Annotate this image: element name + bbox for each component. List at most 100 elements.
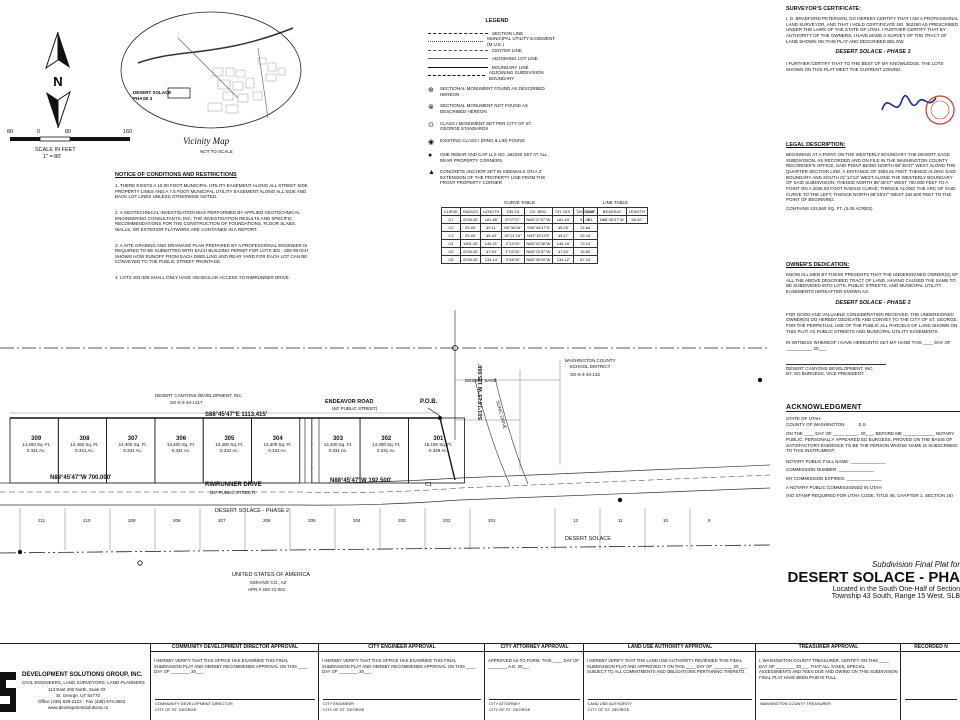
recorded-block: RECORDED N (900, 643, 960, 720)
company-web: www.developmentsolutions.co (48, 705, 109, 710)
lot-number: 307 (127, 436, 138, 442)
line_table-cell: L1 (583, 214, 598, 224)
lot-area: 15,190 Sq. Ft. (424, 442, 453, 447)
scale-ratio: 1" = 80' (43, 154, 62, 160)
vicinity-map: DESERT SOLACE PHASE 3 Vicinity Map NOT T… (118, 8, 304, 158)
phase-2-label: DESERT SOLACE - PHASE 2 (215, 508, 290, 514)
north-arrow: N (45, 31, 71, 129)
legend-line-item: ADJOINING SUBDIVISION BOUNDARY (428, 70, 566, 81)
curve_table-cell: 2036.00' (459, 246, 482, 256)
legend-symbol-list: ⊕SECTIONAL MONUMENT FOUND AS DESCRIBED H… (428, 86, 566, 186)
curve_table-cell: 25.16' (573, 230, 598, 240)
legend-line-item: MUNICIPAL UTILITY EASEMENT (M.U.E.) (428, 36, 566, 47)
legend-symbol-item: ●ONE REBAR AND CAP LLS NO. 362250 SET AT… (428, 151, 548, 163)
approval-org: CITY OF ST. GEORGE (588, 707, 630, 712)
phase-2-lot-number: 209 (128, 518, 136, 523)
phase-2-lot-number: 11 (618, 518, 623, 523)
approval-org: CITY OF ST. GEORGE (155, 707, 197, 712)
approval-body: APPROVED AS TO FORM, THIS ____ DAY OF __… (488, 658, 580, 669)
title-line-3: Located in the South One-Half of Section (832, 586, 960, 593)
scale-bar: 80 0 80 160 SCALE IN FEET 1" = 80' (5, 129, 145, 160)
lot-label: 302 14,400 Sq. Ft. 0.331 Ac. (366, 436, 406, 453)
curve_table-cell: C3 (441, 230, 461, 240)
lot-acres: 0.331 Ac. (219, 447, 239, 453)
company-phone: Office (435) 628-2122 - Fax (435) 674-35… (38, 699, 126, 704)
endeavor-road-sub: (60' PUBLIC STREET) (332, 406, 378, 411)
surveyor-body: I, D. BRADFORD PETERSON, DO HEREBY CERTI… (786, 16, 959, 44)
notice-item: 4. LOTS 301-309 SHALL ONLY HAVE VEHICULA… (115, 275, 290, 281)
rimrunner-drive-label: RIMRUNNER DRIVE (205, 482, 262, 488)
curve_table-cell: N86°52'36"W (523, 238, 554, 248)
lot-label: 308 14,400 Sq. Ft. 0.331 Ac. (64, 436, 104, 453)
curve_table-cell: 89°38'44" (501, 222, 525, 232)
curve_table-cell: N43°15'13"E (523, 230, 554, 240)
curve_table-cell: N86°36'29"W (523, 254, 554, 264)
monument-found-icon: ⊕ (428, 87, 434, 95)
lot-area: 14,400 Sq. Ft. (166, 442, 196, 447)
curve_table-cell: 90°21'16" (501, 230, 525, 240)
curve_table-cell: C4 (441, 238, 461, 248)
lot-label: 301 15,190 Sq. Ft. 0.349 Ac. (414, 436, 462, 453)
approval-title: RECORDED N (901, 643, 960, 652)
lot-number: 301 (433, 436, 444, 442)
phase-2-lot-number: 204 (353, 518, 361, 523)
pob-label: P.O.B. (420, 399, 438, 405)
scale-bar-graphic (10, 136, 130, 142)
legend-line-item: CENTER LINE (428, 46, 566, 55)
legend-symbol-item: ◉EXISTING CLASS I (RING & LID) FOUND (428, 137, 525, 146)
ack-field: NOTARY PUBLIC FULL NAME: ______________ (786, 458, 886, 464)
svg-text:N: N (53, 74, 62, 89)
lot-outline (407, 417, 465, 484)
title-line-4: Township 43 South, Range 15 West, SLB (831, 593, 960, 600)
legend-line-item: ADJOINING LOT LINE (428, 55, 566, 64)
lot-label: 304 14,400 Sq. Ft. 0.331 Ac. (258, 436, 298, 453)
line-table-title: LINE TABLE (602, 200, 629, 205)
notice-item: 3. A SITE GRADING AND DRAINAGE PLAN PREP… (115, 242, 309, 265)
dedication-body-2: FOR GOOD AND VALUABLE CONSIDERATION RECE… (786, 311, 958, 334)
approval-title: CITY ENGINEER APPROVAL (319, 643, 485, 652)
dedication-body: KNOW ALL MEN BY THESE PRESENTS THAT THE … (786, 272, 959, 295)
lot-acres: 0.349 Ac. (429, 447, 448, 453)
phase-2-lot-number: 211 (38, 518, 46, 523)
approval-signature-line: LAND USE AUTHORITY (588, 699, 752, 706)
approval-title: LAND USE AUTHORITY APPROVAL (584, 643, 756, 652)
bearing-right: N88°45'47"W 192.500' (330, 478, 392, 484)
lot-area: 14,400 Sq. Ft. (118, 442, 147, 447)
approval-org: CITY OF ST. GEORGE (489, 707, 531, 712)
surveyor-certificate: SURVEYOR'S CERTIFICATE: I, D. BRADFORD P… (786, 6, 960, 73)
desert-solace-label: DESERT SOLACE (565, 536, 611, 542)
legend-symbol-item: ⊕SECTIONAL MONUMENT FOUND AS DESCRIBED H… (428, 86, 545, 97)
notice-title: NOTICE OF CONDITIONS AND RESTRICTIONS (115, 172, 237, 178)
curve_table-cell: C2 (441, 222, 461, 232)
approval-signature-line: CITY ATTORNEY (489, 699, 580, 706)
legend-line-list: SECTION LINE MUNICIPAL UTILITY EASEMENT … (428, 29, 566, 81)
phase-2-lot-number: 206 (263, 518, 271, 523)
lot-area: 14,400 Sq. Ft. (263, 442, 292, 447)
desert-sage-label: DESERT SAGE (465, 378, 497, 383)
lot-label: 303 14,400 Sq. Ft. 0.331 Ac. (318, 436, 358, 453)
surveyor-seal (881, 95, 955, 125)
concrete-anchor-icon: ▲ (428, 169, 435, 177)
legend-title: LEGEND (485, 18, 509, 24)
lot-number: 306 (176, 436, 187, 442)
dedication-by: BY: ED BURGESS, VICE PRESIDENT (786, 371, 864, 377)
curve_table-cell: 134.12' (552, 254, 575, 264)
approval-title: TREASURER APPROVAL (756, 643, 901, 652)
curve_table-cell: 39.11' (480, 222, 503, 232)
company-tag: CIVIL ENGINEERS, LAND SURVEYORS, LAND PL… (22, 680, 145, 685)
lot-acres: 0.331 Ac. (123, 447, 143, 453)
scale-tick-1: 0 (37, 129, 41, 135)
approval-org: CITY OF ST. GEORGE (323, 707, 365, 712)
land-use-approval: LAND USE AUTHORITY APPROVAL I HEREBY VER… (583, 643, 756, 720)
monument-set-icon: ⊙ (428, 121, 434, 129)
curve_table-cell: 18.82' (573, 246, 598, 256)
curve_table-cell: N88°29'37"W (523, 246, 554, 256)
community-development-approval: COMMUNITY DEVELOPMENT DIRECTOR APPROVAL … (150, 643, 319, 720)
legend-line-item: SECTION LINE (428, 29, 566, 38)
legend-line-item: BOUNDARY LINE (428, 63, 566, 72)
